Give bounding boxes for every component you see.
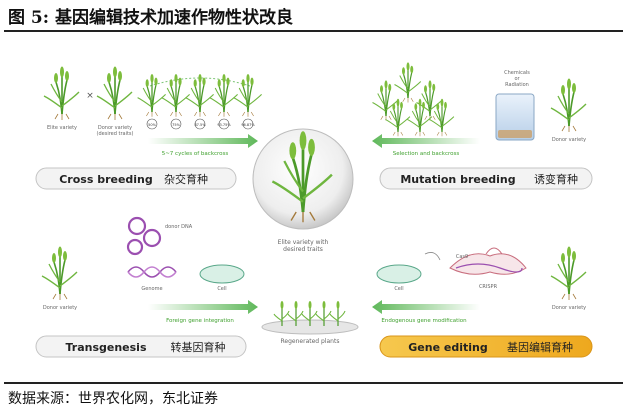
mutation-breeding-label-zh: 诱变育种 — [534, 172, 578, 186]
gene-editing-donor-label: Donor variety — [552, 305, 586, 311]
transgenesis-cell-label: Cell — [217, 286, 226, 292]
transgenesis-label-en: Transgenesis — [65, 341, 146, 354]
radiation-label: Radiation — [505, 82, 529, 88]
endogenous-gene-label: Endogenous gene modification — [381, 318, 467, 324]
donor-dna-label: donor DNA — [165, 224, 193, 230]
mutation-donor-label: Donor variety — [552, 137, 586, 143]
svg-text:87.5%: 87.5% — [194, 123, 206, 127]
cross-breeding-arrow — [148, 134, 258, 148]
generation-badge: 96.87% — [241, 118, 255, 130]
plasmid-icon — [126, 216, 162, 256]
bottom-rule — [4, 382, 623, 384]
dna-helix-icon — [127, 266, 177, 278]
cross-breeding-label-en: Cross breeding — [59, 173, 153, 186]
gene-editing-cell-icon — [376, 264, 422, 284]
svg-text:50%: 50% — [148, 123, 156, 127]
foreign-gene-label: Foreign gene integration — [166, 318, 234, 324]
genome-label: Genome — [141, 286, 162, 292]
center-caption-line2: desired traits — [283, 246, 323, 253]
svg-text:93.75%: 93.75% — [217, 123, 231, 127]
svg-text:75%: 75% — [172, 123, 180, 127]
mutation-breeding-pill — [379, 167, 593, 190]
generation-badge: 50% — [146, 118, 158, 130]
crispr-path-arrow — [424, 252, 441, 261]
gene-editing-label-zh: 基因编辑育种 — [507, 340, 573, 354]
svg-text:96.87%: 96.87% — [241, 123, 255, 127]
gene-editing-label-en: Gene editing — [408, 341, 487, 354]
cross-breeding-label-zh: 杂交育种 — [164, 172, 208, 186]
mutation-breeding-section: Chemicals or Radiation Donor variety Sel… — [371, 61, 593, 190]
transgenesis-arrow — [148, 300, 258, 314]
donor-traits-label: (desired traits) — [97, 131, 134, 137]
selection-backcross-label: Selection and backcross — [393, 151, 460, 157]
generation-badge: 93.75% — [217, 118, 231, 130]
generation-badge: 87.5% — [194, 118, 206, 130]
mutagen-beaker — [495, 93, 535, 141]
figure-title: 图 5: 基因编辑技术加速作物性状改良 — [8, 8, 293, 28]
breeding-methods-diagram: Elite variety with desired traits Regene… — [35, 61, 593, 358]
generation-badge: 75% — [170, 118, 182, 130]
transgenesis-donor-label: Donor variety — [43, 305, 77, 311]
transgenesis-pill — [35, 335, 247, 358]
or-label: or — [514, 76, 520, 82]
gene-editing-arrow — [372, 300, 480, 314]
transgenesis-cell-icon — [199, 264, 245, 284]
center-caption-line1: Elite variety with — [278, 239, 329, 246]
gene-editing-cell-label: Cell — [394, 286, 403, 292]
transgenesis-label-zh: 转基因育种 — [171, 340, 226, 354]
transgenesis-section: Donor variety donor DNA Genome Cell Fore… — [35, 216, 258, 358]
mutation-breeding-arrow — [372, 134, 480, 148]
backcross-cycles-label: 5~7 cycles of backcross — [162, 151, 229, 157]
cross-breeding-section: Elite variety × Donor variety (desired t… — [35, 65, 263, 190]
top-rule — [4, 30, 623, 32]
cross-times-sign: × — [86, 91, 94, 101]
cas9-label: Cas9 — [456, 254, 468, 260]
gene-editing-pill — [379, 335, 593, 358]
gene-editing-section: Donor variety Cell Cas9 CRISPR Endogenou… — [372, 245, 593, 358]
cross-breeding-pill — [35, 167, 237, 190]
mutation-breeding-label-en: Mutation breeding — [400, 173, 515, 186]
donor-variety-label: Donor variety — [98, 125, 132, 131]
regenerated-plants-label: Regenerated plants — [281, 338, 340, 345]
chemicals-label: Chemicals — [504, 70, 530, 76]
crispr-complex-icon — [449, 247, 527, 275]
elite-variety-label: Elite variety — [47, 125, 77, 131]
crispr-label: CRISPR — [479, 284, 498, 290]
source-note: 数据来源：世界农化网，东北证券 — [8, 391, 218, 407]
